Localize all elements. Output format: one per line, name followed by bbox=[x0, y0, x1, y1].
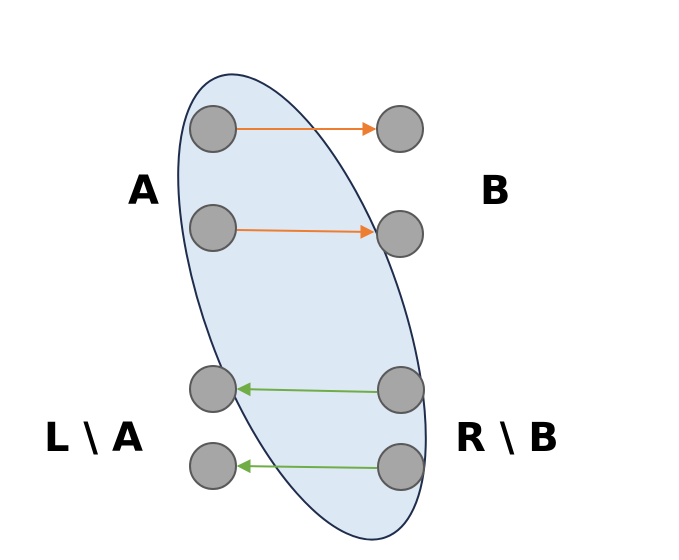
node-r2 bbox=[377, 443, 425, 491]
node-l2 bbox=[189, 442, 237, 490]
edges bbox=[236, 122, 378, 474]
node-l1 bbox=[189, 365, 237, 413]
label-r-minus-b: R \ B bbox=[455, 415, 559, 461]
label-set-a: A bbox=[128, 168, 159, 214]
node-a2 bbox=[189, 204, 237, 252]
node-a1 bbox=[189, 105, 237, 153]
label-set-b: B bbox=[480, 168, 511, 214]
edge-r1-to-l1 bbox=[236, 382, 378, 397]
right-nodes bbox=[376, 105, 425, 491]
edge-a2-to-b2 bbox=[236, 224, 375, 239]
label-l-minus-a: L \ A bbox=[44, 415, 143, 461]
node-b2 bbox=[376, 210, 424, 258]
edge-r2-to-l2 bbox=[236, 459, 378, 474]
node-r1 bbox=[377, 366, 425, 414]
left-nodes bbox=[189, 105, 237, 490]
highlighted-set-region bbox=[177, 73, 427, 541]
node-b1 bbox=[376, 105, 424, 153]
